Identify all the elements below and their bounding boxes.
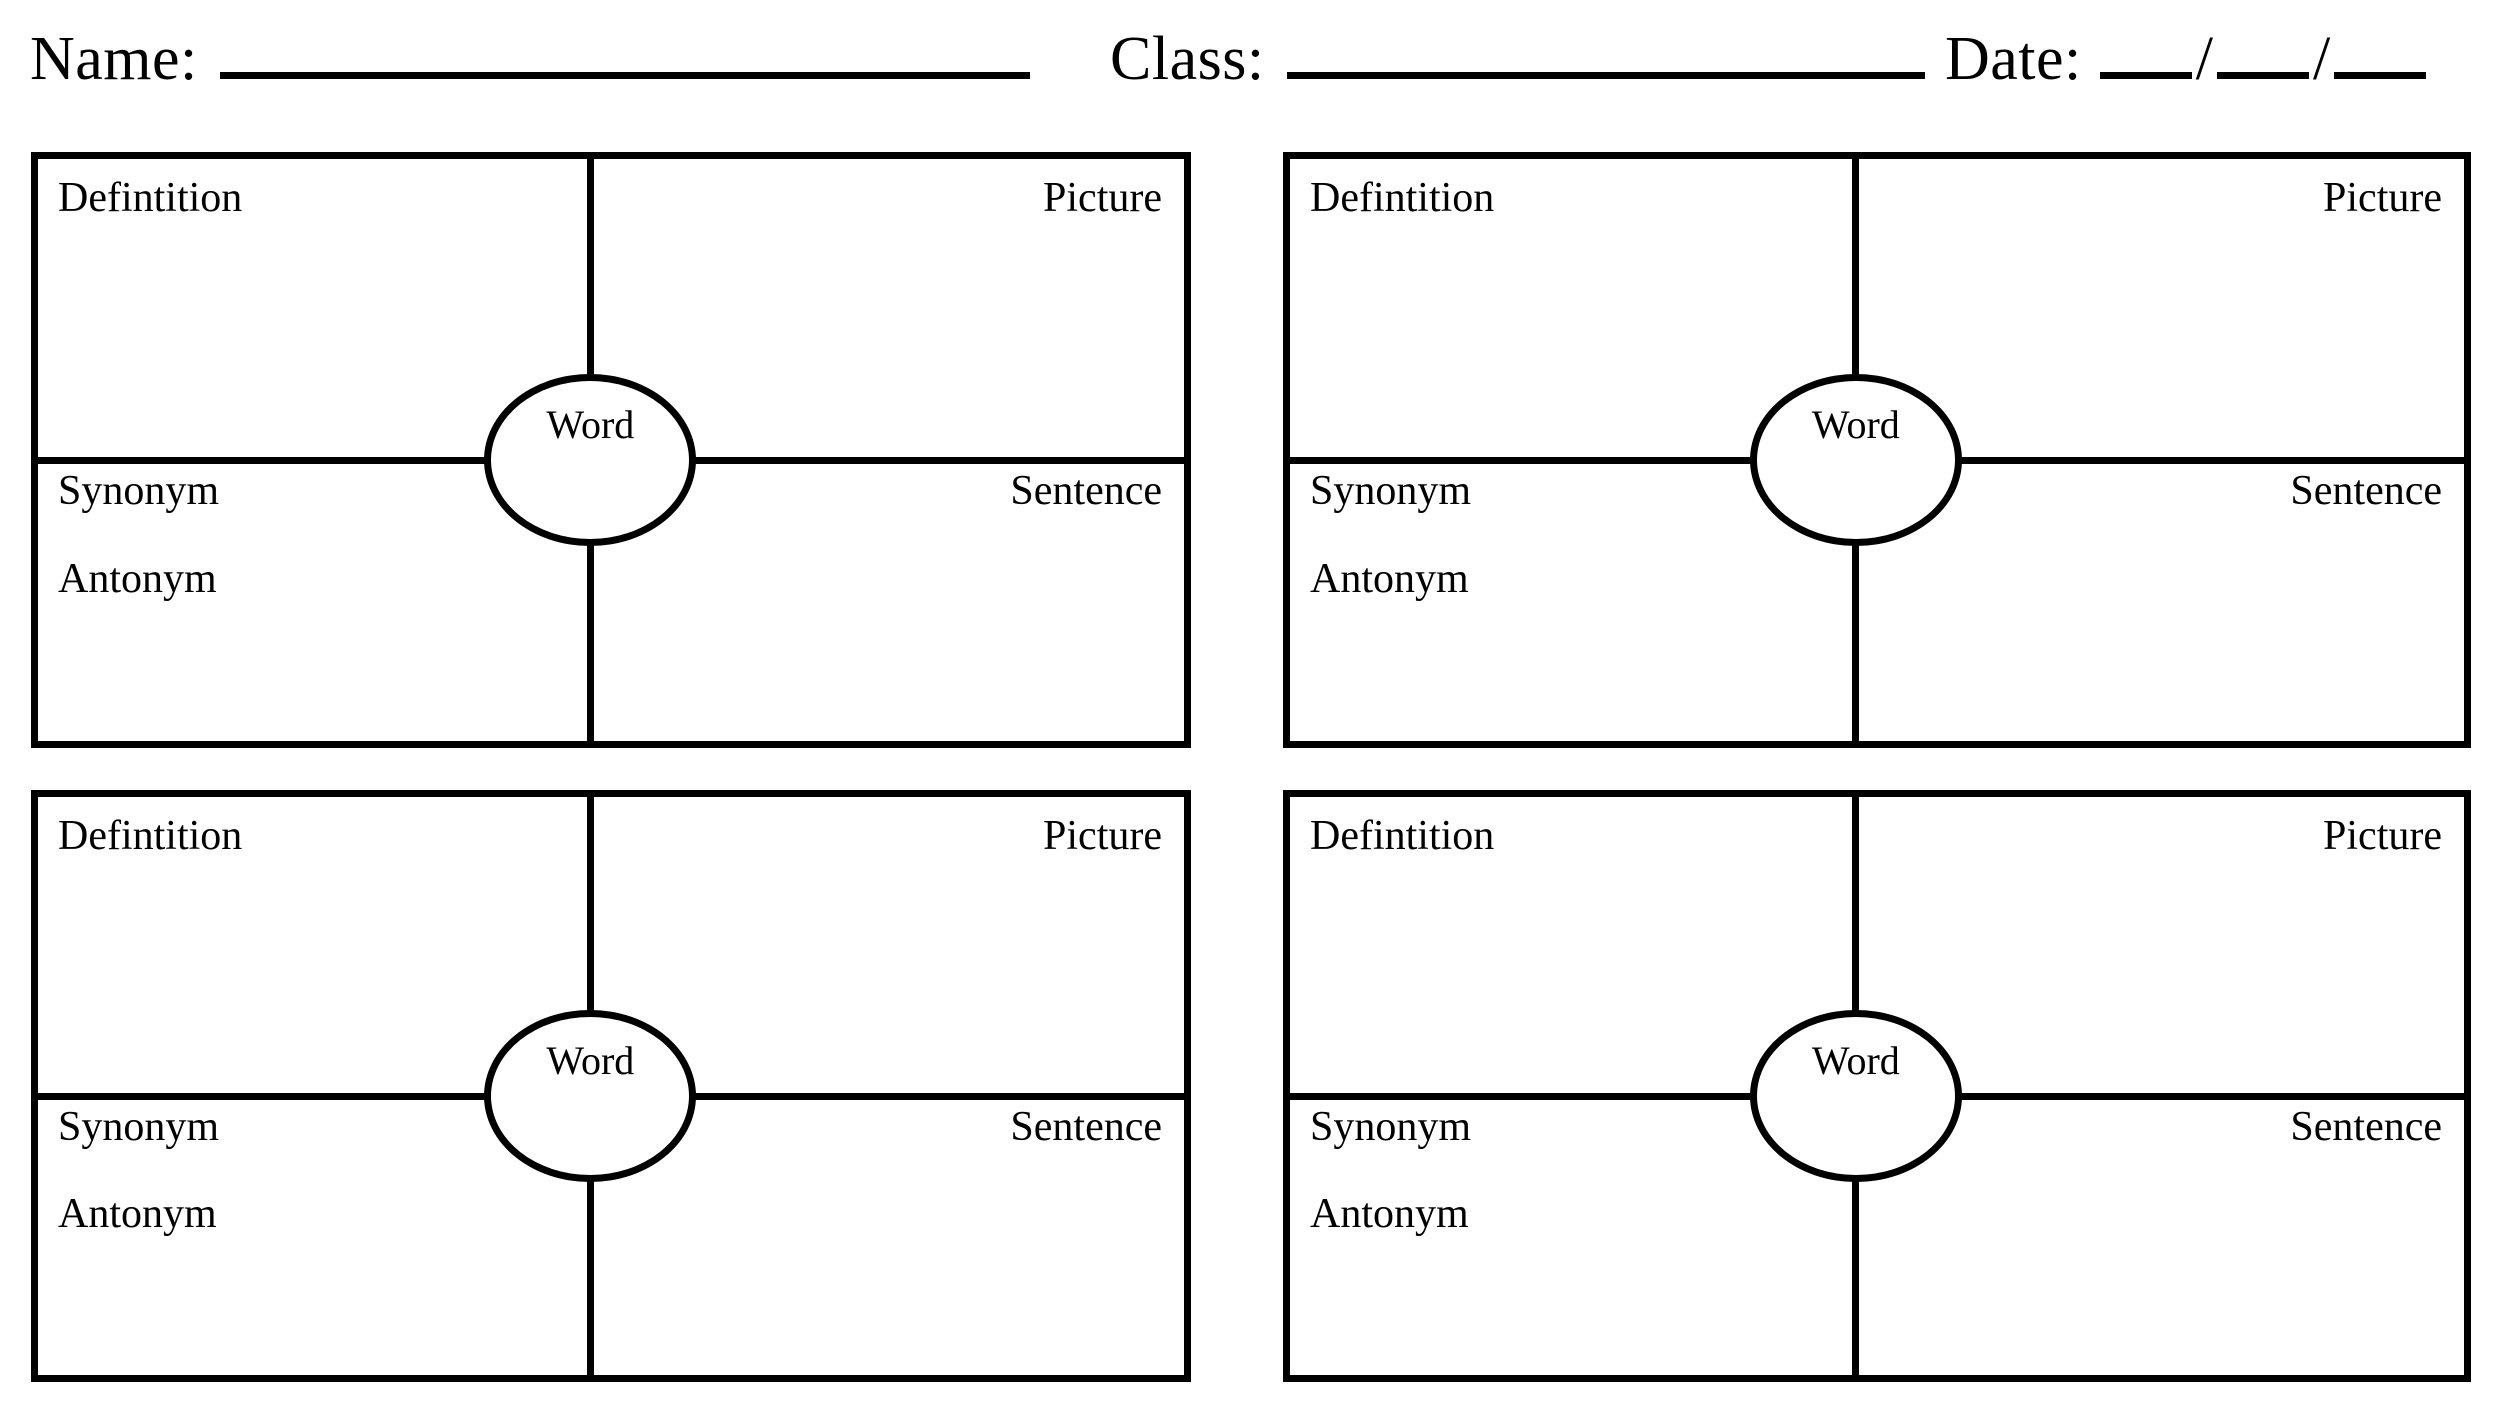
synonym-label: Synonym [58, 1103, 220, 1150]
definition-label: Defintition [58, 813, 243, 859]
class-write-in-line[interactable] [1286, 72, 1925, 79]
definition-label: Defintition [1310, 175, 1495, 221]
name-write-in-line[interactable] [219, 72, 1030, 79]
word-label: Word [1811, 1038, 1900, 1084]
picture-label: Picture [2323, 813, 2442, 859]
antonym-label: Antonym [58, 555, 217, 602]
picture-label: Picture [1043, 175, 1162, 221]
frayer-box-4-inner: Defintition Picture Synonym Antonym Sent… [1290, 797, 2464, 1375]
frayer-box-2-inner: Defintition Picture Synonym Antonym Sent… [1290, 159, 2464, 741]
word-ellipse[interactable]: Word [484, 374, 697, 547]
frayer-box-1-inner: Defintition Picture Synonym Antonym Sent… [38, 159, 1184, 741]
synonym-label: Synonym [1310, 1103, 1472, 1150]
picture-label: Picture [2323, 175, 2442, 221]
picture-label: Picture [1043, 813, 1162, 859]
antonym-label: Antonym [1310, 1190, 1469, 1237]
antonym-label: Antonym [58, 1190, 217, 1237]
word-label: Word [1811, 402, 1900, 448]
synonym-label: Synonym [1310, 467, 1472, 514]
name-label: Name: [30, 25, 198, 93]
date-separator-1: / [2195, 25, 2213, 93]
sentence-label: Sentence [2290, 467, 2442, 514]
date-blanks-group[interactable]: / / [2099, 25, 2427, 93]
synonym-label: Synonym [58, 467, 220, 514]
sentence-label: Sentence [1010, 1103, 1162, 1150]
definition-label: Defintition [1310, 813, 1495, 859]
antonym-label: Antonym [1310, 555, 1469, 602]
name-field[interactable]: Name: [30, 28, 1030, 90]
frayer-box-1: Defintition Picture Synonym Antonym Sent… [31, 152, 1191, 748]
frayer-box-4: Defintition Picture Synonym Antonym Sent… [1283, 790, 2471, 1382]
date-year-blank[interactable] [2334, 72, 2427, 79]
date-label: Date: [1945, 25, 2082, 93]
worksheet-header: Name: Class: Date: / / [0, 0, 2500, 140]
frayer-box-3: Defintition Picture Synonym Antonym Sent… [31, 790, 1191, 1382]
word-ellipse[interactable]: Word [1749, 1010, 1962, 1183]
frayer-box-2: Defintition Picture Synonym Antonym Sent… [1283, 152, 2471, 748]
frayer-box-3-inner: Defintition Picture Synonym Antonym Sent… [38, 797, 1184, 1375]
class-field[interactable]: Class: [1110, 28, 1925, 90]
class-label: Class: [1110, 25, 1265, 93]
sentence-label: Sentence [1010, 467, 1162, 514]
date-field[interactable]: Date: / / [1945, 25, 2427, 93]
definition-label: Defintition [58, 175, 243, 221]
sentence-label: Sentence [2290, 1103, 2442, 1150]
word-ellipse[interactable]: Word [1749, 374, 1962, 547]
date-separator-2: / [2313, 25, 2331, 93]
word-label: Word [546, 402, 635, 448]
word-label: Word [546, 1038, 635, 1084]
date-day-blank[interactable] [2217, 72, 2309, 79]
date-month-blank[interactable] [2099, 72, 2192, 79]
word-ellipse[interactable]: Word [484, 1010, 697, 1183]
